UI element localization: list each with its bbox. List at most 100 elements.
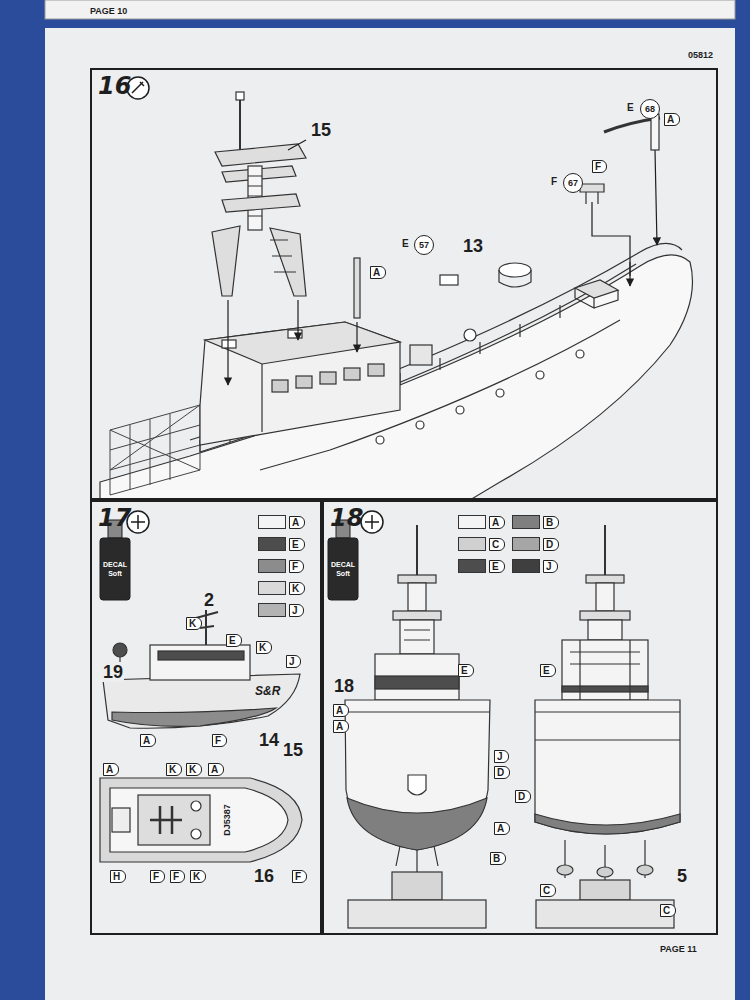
color-code: E	[489, 560, 505, 573]
ship-front-view	[375, 676, 459, 689]
wheelhouse	[200, 322, 400, 445]
color-code: D	[494, 766, 510, 779]
ship-hull	[456, 406, 464, 414]
paint-legend-row: F	[258, 559, 304, 573]
color-code: A	[333, 704, 349, 717]
wheelhouse	[288, 330, 302, 338]
paint-legend-row: E	[458, 559, 505, 573]
sprue-letter: F	[550, 176, 558, 187]
ship-rear-view	[596, 583, 614, 611]
deck-lattice	[110, 405, 200, 490]
ship-front-view	[392, 872, 442, 900]
callout-number: 2	[203, 590, 215, 610]
ship-rear-view	[604, 525, 606, 575]
paint-legend-row: J	[258, 603, 304, 617]
color-code: B	[490, 852, 506, 865]
color-swatch	[258, 603, 286, 617]
ship-rear-view	[535, 814, 680, 834]
mast-part	[212, 92, 306, 296]
ship-front-view	[345, 700, 490, 850]
color-code: C	[489, 538, 505, 551]
lifeboat-side	[103, 674, 300, 728]
decal-bottle-text: DECAL Soft	[100, 560, 130, 578]
ship-hull	[376, 436, 384, 444]
deck-lattice	[110, 405, 200, 495]
ship-rear-view	[588, 620, 622, 640]
callout-number: 16	[253, 866, 275, 886]
color-swatch	[512, 537, 540, 551]
callout-number: 19	[102, 662, 124, 682]
ship-rear-view	[535, 700, 680, 834]
paint-legend-row: E	[258, 537, 305, 551]
part-number: 68	[640, 99, 660, 119]
color-code: K	[289, 582, 305, 595]
ship-hull	[100, 255, 693, 500]
color-swatch	[258, 537, 286, 551]
part-number: 67	[563, 173, 583, 193]
color-code: A	[370, 266, 386, 279]
antenna-part	[354, 258, 360, 318]
deck-fittings	[499, 270, 531, 287]
lifeboat-side	[103, 610, 300, 728]
step-panel: 16	[90, 68, 718, 500]
color-code: F	[170, 870, 185, 883]
wheelhouse	[320, 372, 336, 384]
color-code: E	[458, 664, 474, 677]
ship-front-view	[347, 798, 487, 850]
color-code: J	[543, 560, 558, 573]
deck-fittings	[410, 345, 432, 365]
color-code: A	[333, 720, 349, 733]
color-code: J	[286, 655, 301, 668]
paint-legend-row: A	[258, 515, 305, 529]
lifeboat-side	[150, 645, 250, 680]
sprue-letter: E	[626, 102, 635, 113]
antenna-part	[651, 114, 659, 150]
color-code: C	[660, 904, 676, 917]
wheelhouse	[368, 364, 384, 376]
wheelhouse	[296, 376, 312, 388]
color-code: A	[103, 763, 119, 776]
step-number: 16	[98, 73, 131, 99]
color-code: H	[110, 870, 126, 883]
ship-front-view	[375, 654, 459, 700]
wheelhouse	[222, 340, 236, 348]
paint-legend-row: C	[458, 537, 505, 551]
color-code: K	[186, 617, 202, 630]
ship-rear-view	[597, 867, 613, 877]
decal-bottle	[100, 520, 358, 600]
kit-number: 05812	[688, 50, 713, 60]
step-icon	[131, 515, 145, 529]
lifeboat-top	[191, 801, 201, 811]
part-number: 57	[414, 235, 434, 255]
color-code: F	[592, 160, 607, 173]
color-code: A	[494, 822, 510, 835]
decal-bottle-text: DECAL Soft	[328, 560, 358, 578]
assembly-arrow	[288, 140, 306, 150]
mast-part	[212, 226, 240, 296]
ship-hull	[576, 350, 584, 358]
ship-hull	[496, 389, 504, 397]
ship-rear-view	[637, 865, 653, 875]
color-code: A	[208, 763, 224, 776]
paint-legend-row: D	[512, 537, 559, 551]
wheelhouse	[205, 322, 400, 364]
ship-front-view	[404, 630, 430, 640]
ship-front-view	[348, 900, 486, 928]
color-code: K	[256, 641, 272, 654]
color-code: E	[289, 538, 305, 551]
antenna-part	[354, 114, 660, 318]
wheelhouse	[200, 322, 400, 445]
assembly-arrow	[655, 150, 657, 245]
ship-rear-view	[536, 900, 674, 928]
color-code: K	[186, 763, 202, 776]
color-code: J	[289, 604, 304, 617]
paper-sheet	[45, 0, 735, 19]
color-swatch	[258, 581, 286, 595]
deck-fittings	[575, 288, 618, 308]
hull-marking: DJ5387	[221, 798, 233, 842]
color-code: F	[289, 560, 304, 573]
ship-front-view	[393, 611, 441, 620]
ship-front-view	[408, 583, 426, 611]
